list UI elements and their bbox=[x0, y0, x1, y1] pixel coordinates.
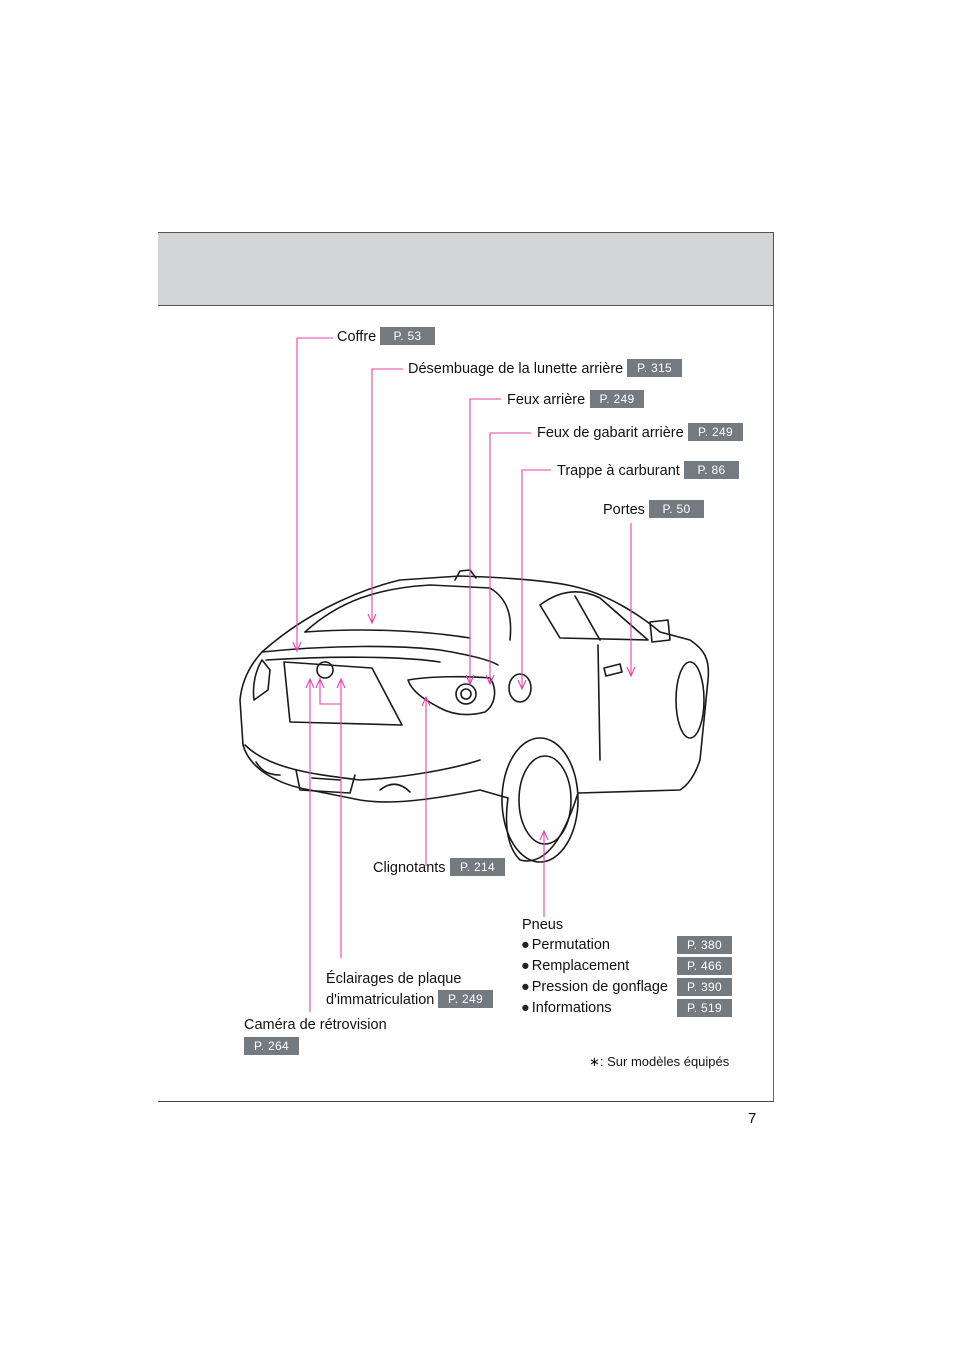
tire-item-pressure: ●Pression de gonflage bbox=[521, 979, 669, 995]
tire-item-information: ●Informations bbox=[521, 1000, 612, 1016]
page-number: 7 bbox=[748, 1110, 757, 1127]
label-rearview-camera: Caméra de rétrovision bbox=[244, 1017, 387, 1033]
ref-turn-signals[interactable]: P. 214 bbox=[450, 858, 505, 876]
label-tail-lights: Feux arrière bbox=[507, 392, 586, 408]
label-fuel-door: Trappe à carburant bbox=[557, 463, 680, 479]
ref-doors[interactable]: P. 50 bbox=[649, 500, 704, 518]
bullet-icon: ● bbox=[521, 1000, 530, 1016]
label-doors: Portes bbox=[603, 502, 645, 518]
ref-rearview-camera[interactable]: P. 264 bbox=[244, 1037, 299, 1055]
label-turn-signals: Clignotants bbox=[373, 860, 446, 876]
bullet-icon: ● bbox=[521, 979, 530, 995]
label-plate-lights-line1: Éclairages de plaque bbox=[326, 971, 462, 987]
ref-side-markers[interactable]: P. 249 bbox=[688, 423, 743, 441]
footnote: ∗: Sur modèles équipés bbox=[589, 1054, 730, 1069]
bullet-icon: ● bbox=[521, 958, 530, 974]
tire-item-rotation: ●Permutation bbox=[521, 937, 610, 953]
frame-right-rule bbox=[773, 306, 774, 1101]
ref-tire-rotation[interactable]: P. 380 bbox=[677, 936, 732, 954]
label-rear-defogger: Désembuage de la lunette arrière bbox=[408, 361, 624, 377]
label-plate-lights-line2: d'immatriculation bbox=[326, 992, 435, 1008]
label-side-markers: Feux de gabarit arrière bbox=[537, 425, 684, 441]
frame-bottom-rule bbox=[158, 1101, 774, 1102]
ref-rear-defogger[interactable]: P. 315 bbox=[627, 359, 682, 377]
ref-tail-lights[interactable]: P. 249 bbox=[590, 390, 644, 408]
bullet-icon: ● bbox=[521, 937, 530, 953]
label-tires-title: Pneus bbox=[522, 917, 564, 933]
label-trunk: Coffre bbox=[337, 329, 377, 345]
ref-tire-information[interactable]: P. 519 bbox=[677, 999, 732, 1017]
ref-tire-replacement[interactable]: P. 466 bbox=[677, 957, 732, 975]
ref-plate-lights[interactable]: P. 249 bbox=[438, 990, 493, 1008]
asterisk-icon: ∗ bbox=[589, 1054, 600, 1069]
ref-tire-pressure[interactable]: P. 390 bbox=[677, 978, 732, 996]
tire-item-replacement: ●Remplacement bbox=[521, 958, 630, 974]
ref-fuel-door[interactable]: P. 86 bbox=[684, 461, 739, 479]
header-band bbox=[158, 232, 774, 306]
ref-trunk[interactable]: P. 53 bbox=[380, 327, 435, 345]
